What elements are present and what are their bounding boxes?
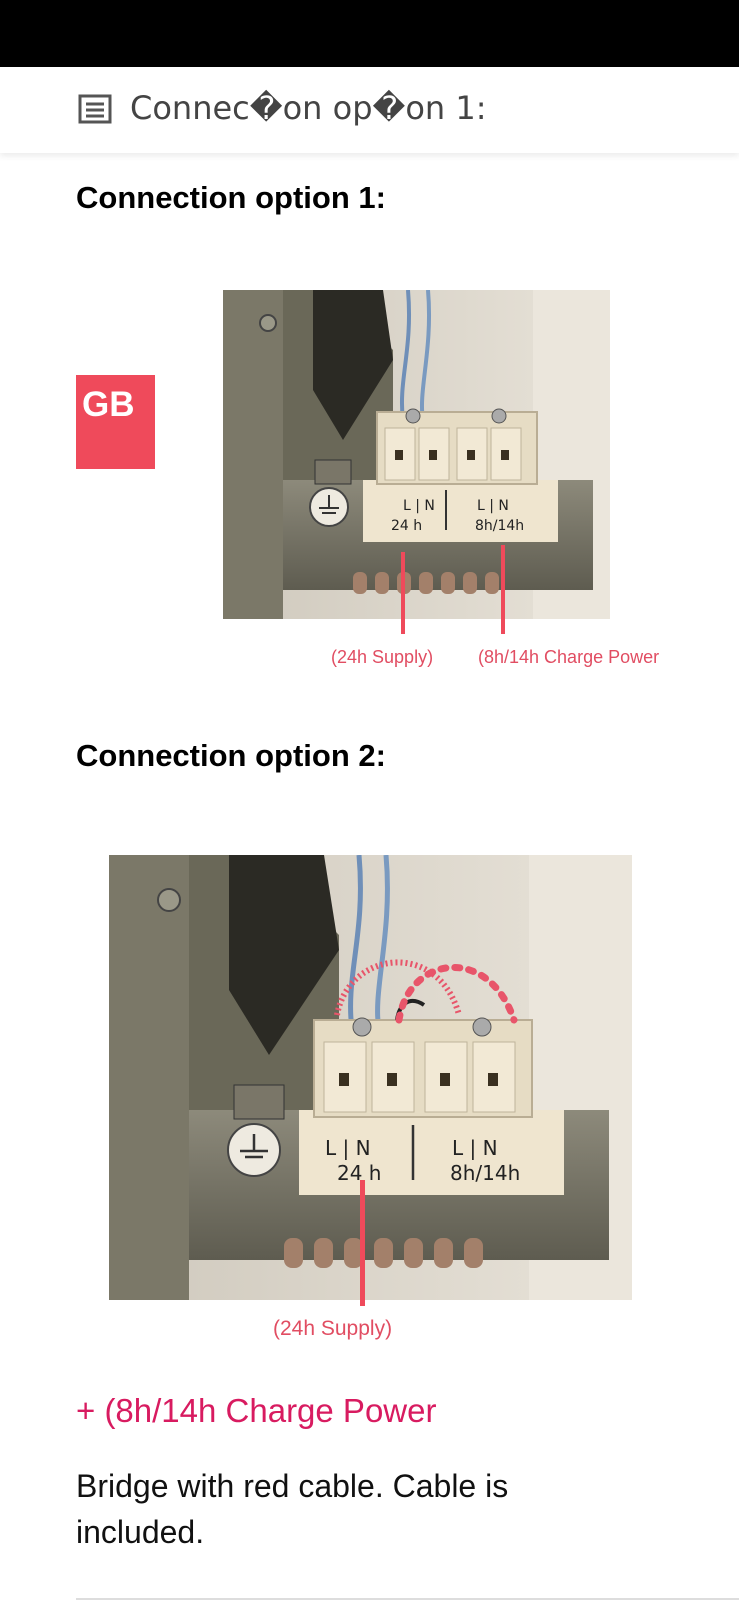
list-icon [78,94,112,124]
bridge-note: Bridge with red cable. Cable is included… [76,1468,509,1550]
caption-24h-supply-1: (24h Supply) [331,647,434,667]
photo2-right-label-top: L | N [452,1136,498,1160]
photo2-right-label-bottom: 8h/14h [450,1161,520,1185]
terminal-photo-option-2: L | N 24 h L | N 8h/14h [109,855,632,1300]
status-bar [0,0,739,67]
photo2-left-label-top: L | N [325,1136,371,1160]
supply-line-2 [360,1180,365,1306]
photo1-right-label-bottom: 8h/14h [475,518,524,534]
gb-badge: GB [76,375,155,469]
caption-24h-supply-2: (24h Supply) [273,1317,393,1340]
supply-line-1 [401,552,405,634]
toc-title: Connec�on op�on 1: [130,89,487,127]
charge-line-1 [501,545,505,634]
toc-header[interactable]: Connec�on op�on 1: [0,67,739,153]
photo1-right-label-top: L | N [477,498,509,514]
photo1-left-label-top: L | N [403,498,435,514]
bottom-divider [76,1598,739,1600]
charge-power-note: + (8h/14h Charge Power [76,1392,437,1429]
photo1-left-label-bottom: 24 h [391,518,422,534]
terminal-photo-option-1: L | N 24 h L | N 8h/14h [223,290,610,619]
section-heading-option-2: Connection option 2: [76,738,386,773]
section-heading-option-1: Connection option 1: [76,180,386,215]
photo2-left-label-bottom: 24 h [337,1161,381,1185]
caption-charge-power-1: (8h/14h Charge Power [478,647,660,667]
